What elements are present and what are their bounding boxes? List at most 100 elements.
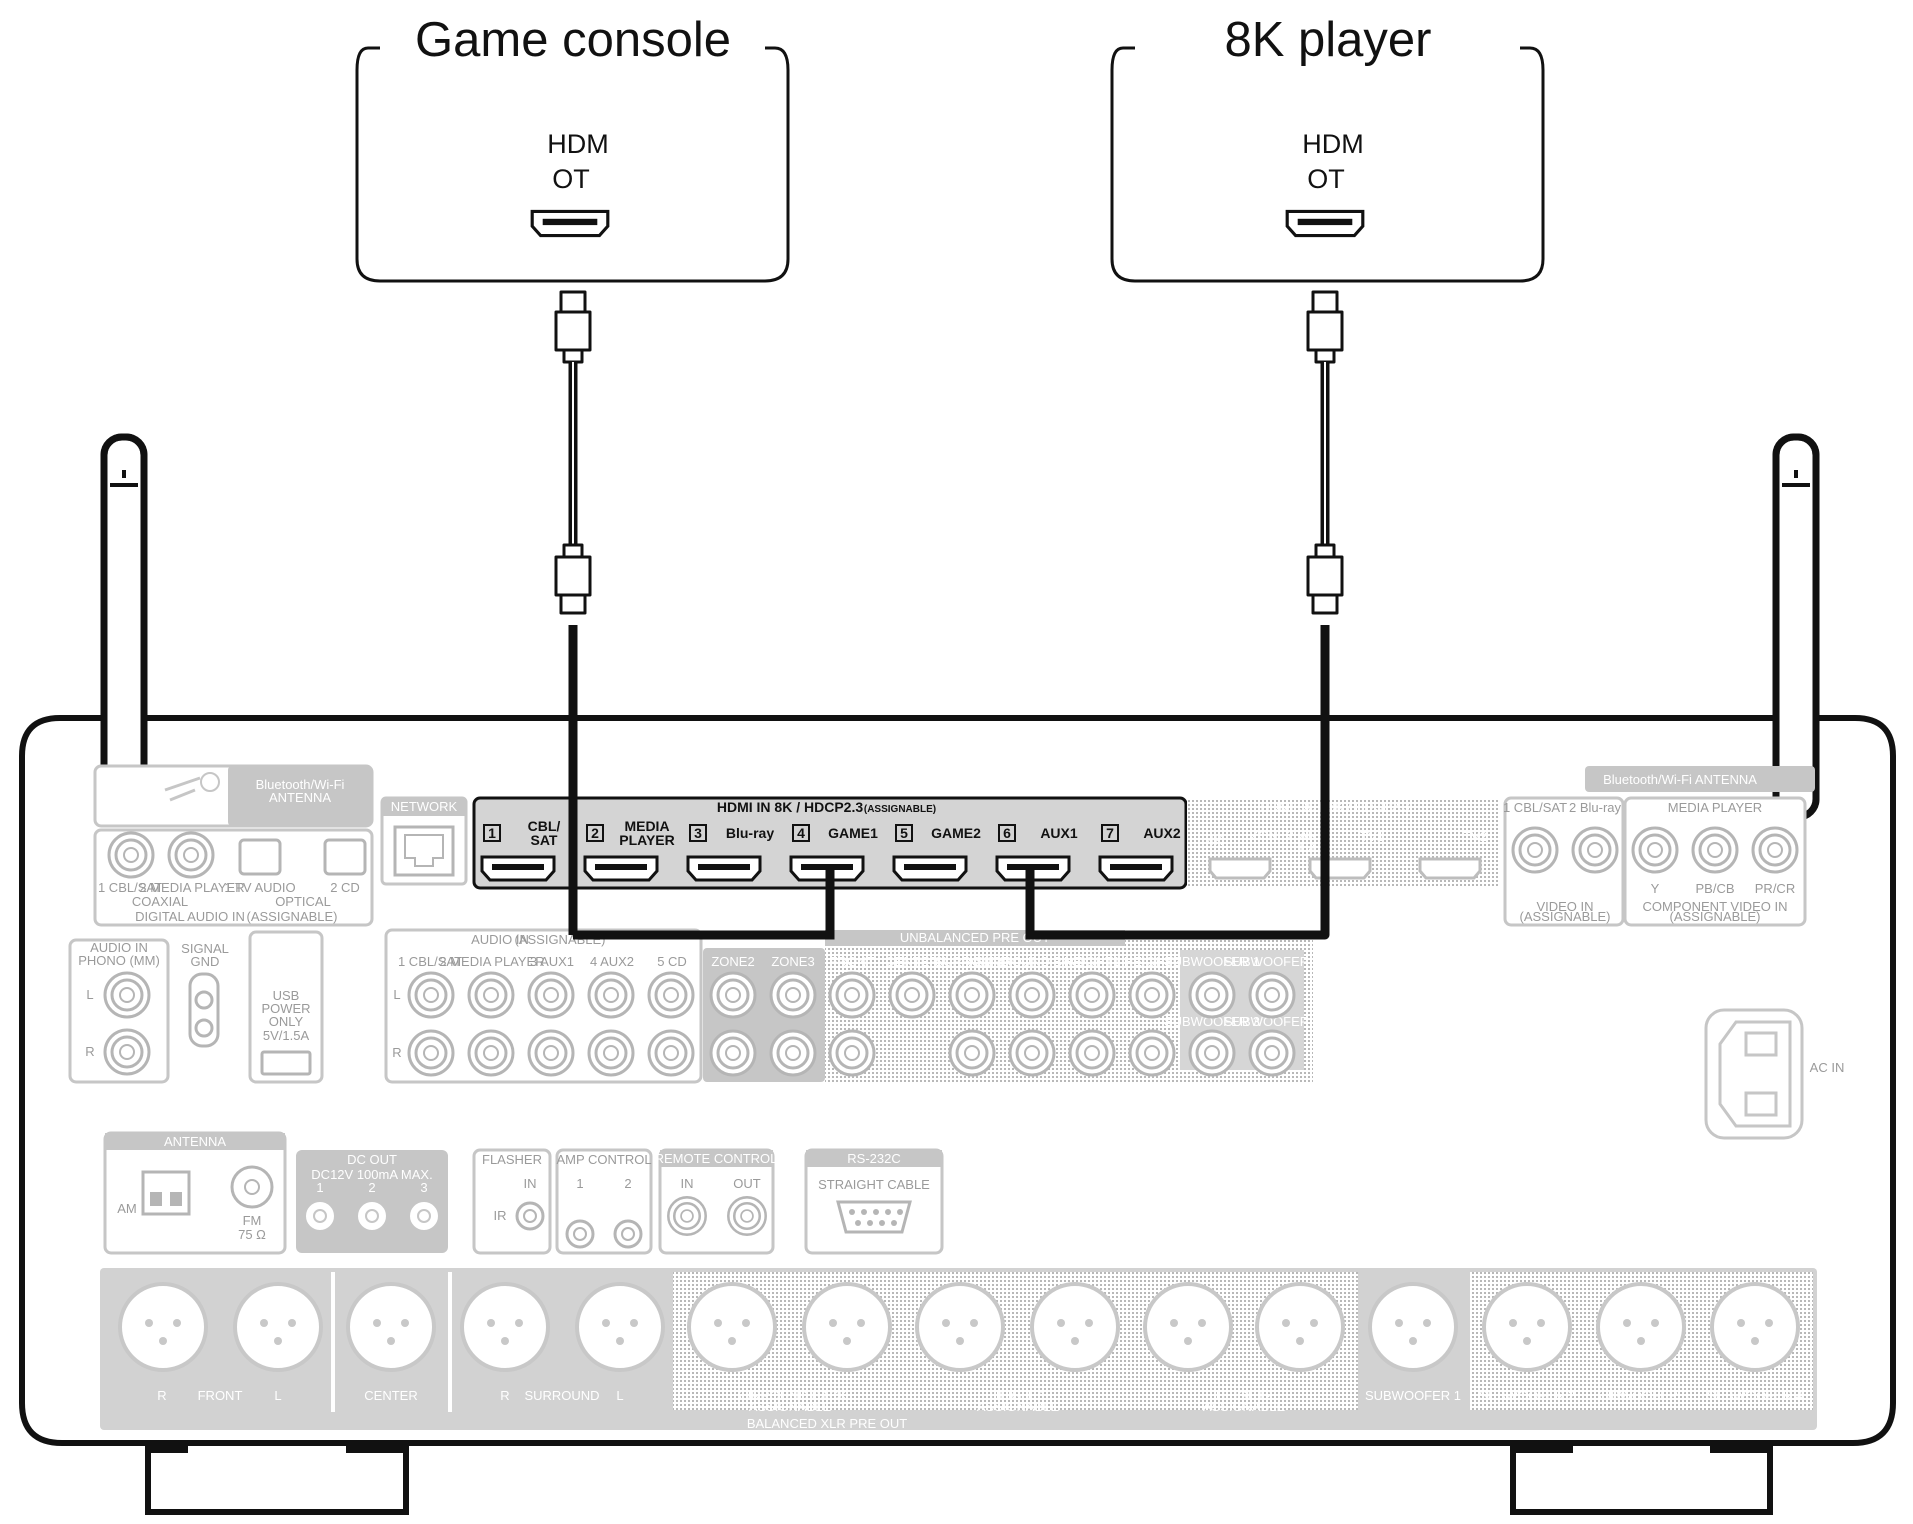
xlr-surround-back-l[interactable]	[802, 1282, 892, 1372]
hdmi-in-number: 5	[900, 825, 908, 841]
unbal-surround-l-jack[interactable]	[948, 971, 996, 1019]
hdmi-in-title: HDMI IN 8K / HDCP2.3	[717, 799, 863, 815]
unbal-height1-l-jack[interactable]	[1068, 971, 1116, 1019]
amp-control-2-jack[interactable]	[613, 1219, 643, 1249]
remote-in-jack[interactable]	[667, 1196, 707, 1236]
8k-player-hdmi-out-port[interactable]	[1285, 209, 1365, 238]
unbal-surround-r-jack[interactable]	[948, 1029, 996, 1077]
audio-in-4-r-jack[interactable]	[587, 1029, 635, 1077]
hdmi-in-port-3[interactable]	[686, 855, 762, 882]
xlr-subwoofer-3[interactable]	[1596, 1282, 1686, 1372]
coaxial-jack-1[interactable]	[107, 831, 155, 879]
xlr-subwoofer-4[interactable]	[1710, 1282, 1800, 1372]
component-y-jack[interactable]	[1631, 826, 1679, 874]
unbal-sub2-l-jack[interactable]	[1248, 971, 1296, 1019]
xlr-center[interactable]	[346, 1282, 436, 1372]
xlr-height1-assignable: ASSIGNABLE	[977, 1399, 1060, 1414]
coaxial-jack-2[interactable]	[167, 831, 215, 879]
xlr-subwoofer-2[interactable]	[1482, 1282, 1572, 1372]
audio-in-1-l-jack[interactable]	[407, 971, 455, 1019]
xlr-sub2-label: SUBWOOFER 2	[1479, 1388, 1575, 1403]
xlr-height2-r[interactable]	[1143, 1282, 1233, 1372]
component-assignable: (ASSIGNABLE)	[1669, 909, 1760, 924]
hdmi-out-tv2-port[interactable]	[1418, 857, 1482, 880]
hdmi-out-tv1-port[interactable]	[1308, 857, 1372, 880]
unbal-height2-l-jack[interactable]	[1128, 971, 1176, 1019]
hdmi-in-number-box	[689, 824, 707, 842]
xlr-height1-r[interactable]	[915, 1282, 1005, 1372]
unbal-height1-r-jack[interactable]	[1068, 1029, 1116, 1077]
zone3-l-jack[interactable]	[769, 971, 817, 1019]
hdmi-in-port-1[interactable]	[480, 855, 556, 882]
unbal-sub4-jack[interactable]	[1248, 1029, 1296, 1077]
audio-in-2-label: 2 MEDIA PLAYER	[439, 954, 544, 969]
xlr-surround-r[interactable]	[460, 1282, 550, 1372]
hdmi-in-port-2[interactable]	[583, 855, 659, 882]
audio-in-4-l-jack[interactable]	[587, 971, 635, 1019]
optical-jack-1[interactable]	[238, 838, 282, 876]
unbal-sub1-l-jack[interactable]	[1188, 971, 1236, 1019]
xlr-subwoofer-1[interactable]	[1368, 1282, 1458, 1372]
remote-out-jack[interactable]	[727, 1196, 767, 1236]
opt2-label: 2 CD	[330, 880, 360, 895]
component-pr-jack[interactable]	[1751, 826, 1799, 874]
xlr-height1-l[interactable]	[1030, 1282, 1120, 1372]
signal-gnd-label-1: SIGNAL	[181, 941, 229, 956]
zone2-r-jack[interactable]	[709, 1029, 757, 1077]
audio-in-3-l-jack[interactable]	[527, 971, 575, 1019]
unbal-center-l-jack[interactable]	[888, 971, 936, 1019]
hdmi-in-number: 4	[797, 825, 805, 841]
audio-in-2-r-jack[interactable]	[467, 1029, 515, 1077]
hdmi-in-assignable: (ASSIGNABLE)	[864, 804, 936, 815]
opt1-label: 1 TV AUDIO	[224, 880, 295, 895]
hdmi-in-number: 2	[591, 825, 599, 841]
am-terminal[interactable]	[141, 1170, 191, 1216]
amp-control-group: AMP CONTROL 1 2	[555, 1148, 653, 1255]
ac-in-socket[interactable]	[1704, 1008, 1804, 1140]
unbal-surround-back-l-jack[interactable]	[1008, 971, 1056, 1019]
xlr-surround-back-r[interactable]	[687, 1282, 777, 1372]
amp-control-1-jack[interactable]	[565, 1219, 595, 1249]
hdmi-in-number-box	[792, 824, 810, 842]
unbal-front-l-jack[interactable]	[828, 971, 876, 1019]
audio-in-5-l-jack[interactable]	[647, 971, 695, 1019]
optical-jack-2[interactable]	[323, 838, 367, 876]
zone2-l-jack[interactable]	[709, 971, 757, 1019]
unbal-front-r-jack[interactable]	[828, 1029, 876, 1077]
hdmi-out-zone2-port[interactable]	[1208, 857, 1272, 880]
game-console-device: Game console HDM OT	[355, 13, 790, 283]
xlr-height2-l[interactable]	[1255, 1282, 1345, 1372]
phono-l-label: L	[86, 987, 93, 1002]
usb-port[interactable]	[260, 1050, 312, 1076]
dc-out-2-jack[interactable]	[358, 1202, 386, 1230]
flasher-title: FLASHER	[482, 1152, 542, 1167]
unbal-height2-r-jack[interactable]	[1128, 1029, 1176, 1077]
audio-in-2-l-jack[interactable]	[467, 971, 515, 1019]
unbal-sub3-jack[interactable]	[1188, 1029, 1236, 1077]
video-in-title: VIDEO IN	[1536, 899, 1593, 914]
video-in-jack-1[interactable]	[1511, 826, 1559, 874]
8k-player-device: 8K player HDM OT	[1110, 13, 1545, 283]
hdmi-in-port-5[interactable]	[892, 855, 968, 882]
audio-in-1-r-jack[interactable]	[407, 1029, 455, 1077]
rs232c-port[interactable]	[836, 1200, 912, 1234]
zone3-r-jack[interactable]	[769, 1029, 817, 1077]
fm-terminal[interactable]	[230, 1165, 274, 1209]
phono-l-jack[interactable]	[103, 971, 151, 1019]
audio-in-5-label: 5 CD	[657, 954, 687, 969]
component-pb-jack[interactable]	[1691, 826, 1739, 874]
audio-in-5-r-jack[interactable]	[647, 1029, 695, 1077]
hdmi-in-port-7[interactable]	[1098, 855, 1174, 882]
dc-out-1-jack[interactable]	[306, 1202, 334, 1230]
game-console-hdmi-out-port[interactable]	[530, 209, 610, 238]
xlr-surround-l[interactable]	[575, 1282, 665, 1372]
xlr-front-l[interactable]	[233, 1282, 323, 1372]
unbal-surround-back-r-jack[interactable]	[1008, 1029, 1056, 1077]
video-in-jack-2[interactable]	[1571, 826, 1619, 874]
audio-in-3-r-jack[interactable]	[527, 1029, 575, 1077]
phono-r-jack[interactable]	[103, 1028, 151, 1076]
xlr-front-r[interactable]	[118, 1282, 208, 1372]
flasher-in-jack[interactable]	[515, 1201, 545, 1231]
audio-in-3-label: 3 AUX1	[530, 954, 574, 969]
dc-out-3-jack[interactable]	[410, 1202, 438, 1230]
